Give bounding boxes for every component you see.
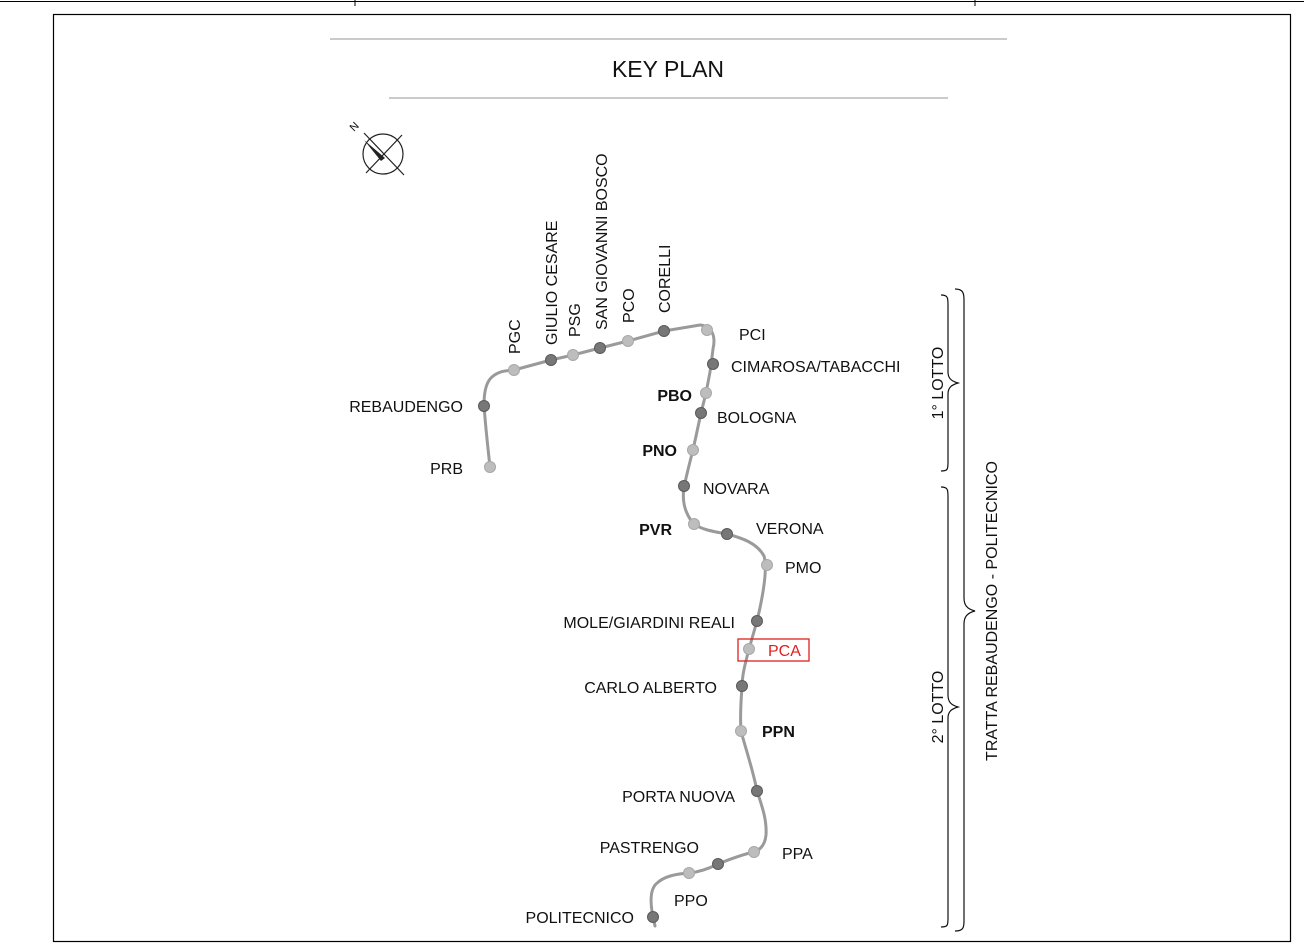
station-marker-porta-nuova xyxy=(751,785,763,797)
labels-layer: PRB REBAUDENGO PGC GIULIO CESARE PSG SAN GIOV… xyxy=(349,153,900,927)
lot1-brace xyxy=(940,294,961,472)
station-label-san-giovanni-bosco: SAN GIOVANNI BOSCO xyxy=(594,153,611,330)
station-label-ppa: PPA xyxy=(782,846,813,863)
station-marker-pco xyxy=(622,335,634,347)
lot2-label: 2° LOTTO xyxy=(930,671,947,744)
station-marker-pmo xyxy=(761,559,773,571)
station-label-pvr: PVR xyxy=(639,522,672,539)
lot-braces xyxy=(940,288,976,932)
station-label-pastrengo: PASTRENGO xyxy=(600,840,699,857)
station-marker-ppa xyxy=(748,846,760,858)
station-marker-rebaudengo xyxy=(478,400,490,412)
station-marker-pgc xyxy=(508,364,520,376)
station-marker-ppo xyxy=(683,867,695,879)
station-marker-carlo-alberto xyxy=(736,680,748,692)
station-marker-mole-giardini-reali xyxy=(751,615,763,627)
stations-layer xyxy=(478,324,773,923)
station-marker-verona xyxy=(721,528,733,540)
station-label-pca: PCA xyxy=(768,643,801,660)
station-label-pno: PNO xyxy=(642,443,677,460)
north-arrow-icon: N xyxy=(348,120,405,176)
station-label-ppo: PPO xyxy=(674,893,708,910)
station-label-giulio-cesare: GIULIO CESARE xyxy=(544,221,561,345)
station-marker-prb xyxy=(484,461,496,473)
station-marker-psg xyxy=(567,349,579,361)
lot1-label: 1° LOTTO xyxy=(930,347,947,420)
station-label-verona: VERONA xyxy=(756,521,824,538)
station-marker-corelli xyxy=(658,325,670,337)
station-label-ppn: PPN xyxy=(762,724,795,741)
north-label: N xyxy=(348,120,362,134)
station-label-rebaudengo: REBAUDENGO xyxy=(349,399,463,416)
station-marker-pvr xyxy=(688,518,700,530)
page-title: KEY PLAN xyxy=(612,56,724,82)
station-marker-novara xyxy=(678,480,690,492)
station-label-politecnico: POLITECNICO xyxy=(526,910,634,927)
section-label: TRATTA REBAUDENGO - POLITECNICO xyxy=(984,461,1001,761)
station-marker-giulio-cesare xyxy=(545,354,557,366)
station-marker-pbo xyxy=(700,387,712,399)
station-label-pmo: PMO xyxy=(785,560,821,577)
lot2-brace xyxy=(940,486,961,928)
station-marker-pci xyxy=(701,324,713,336)
station-label-novara: NOVARA xyxy=(703,481,770,498)
station-label-pco: PCO xyxy=(621,288,638,323)
station-marker-san-giovanni-bosco xyxy=(594,342,606,354)
station-label-prb: PRB xyxy=(430,461,463,478)
station-marker-pca xyxy=(743,643,755,655)
station-label-cimarosa-tabacchi: CIMAROSA/TABACCHI xyxy=(731,359,901,376)
station-label-porta-nuova: PORTA NUOVA xyxy=(622,789,735,806)
station-marker-cimarosa-tabacchi xyxy=(707,358,719,370)
section-brace xyxy=(954,288,976,932)
station-marker-bologna xyxy=(695,407,707,419)
station-marker-pastrengo xyxy=(712,858,724,870)
station-label-psg: PSG xyxy=(567,303,584,337)
station-label-mole-giardini-reali: MOLE/GIARDINI REALI xyxy=(563,615,735,632)
station-label-pgc: PGC xyxy=(507,319,524,354)
station-marker-ppn xyxy=(735,725,747,737)
station-label-bologna: BOLOGNA xyxy=(717,410,796,427)
station-marker-pno xyxy=(687,444,699,456)
pca-highlight-box xyxy=(737,638,810,662)
station-label-pbo: PBO xyxy=(657,388,692,405)
station-label-corelli: CORELLI xyxy=(657,245,674,313)
station-label-carlo-alberto: CARLO ALBERTO xyxy=(584,680,717,697)
station-marker-politecnico xyxy=(647,911,659,923)
station-label-pci: PCI xyxy=(739,327,766,344)
